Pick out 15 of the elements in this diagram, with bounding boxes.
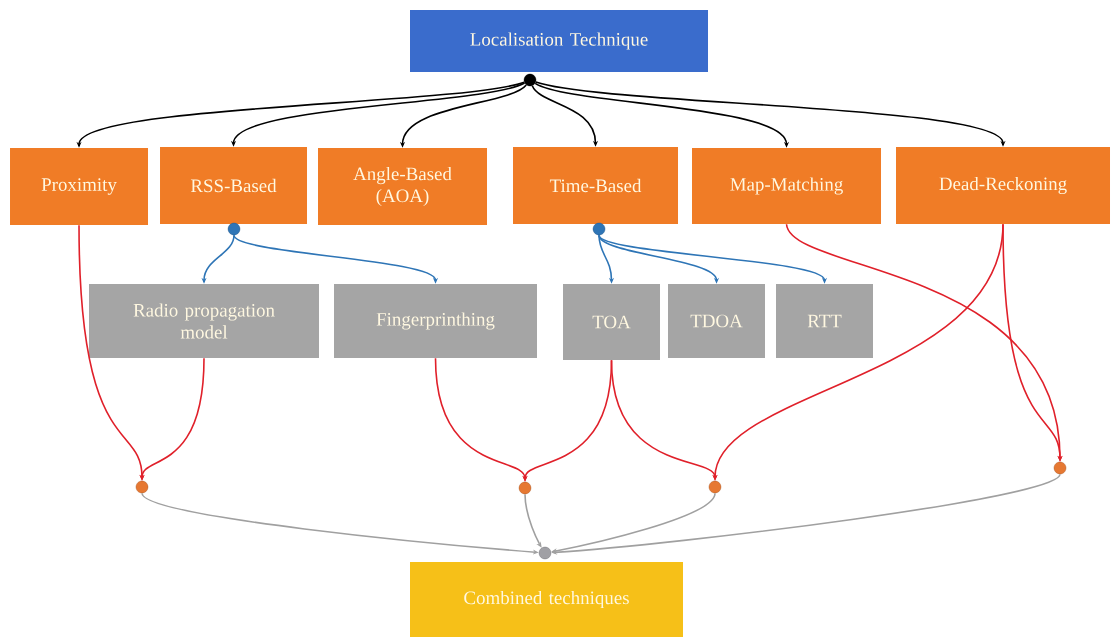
category-box: Proximity (10, 148, 148, 225)
method-box: RTT (776, 284, 873, 358)
category-box: Dead-Reckoning (896, 147, 1110, 224)
method-box: TDOA (668, 284, 765, 358)
category-box: Map-Matching (692, 148, 881, 224)
method-box: Fingerprinthing (334, 284, 537, 358)
title-box: Localisation Technique (410, 10, 708, 72)
arrow (524, 493, 542, 548)
category-box: Angle-Based (AOA) (318, 148, 487, 225)
category-box: RSS-Based (160, 147, 307, 224)
category-box: Time-Based (513, 147, 678, 224)
method-box: Radio propagation model (89, 284, 319, 358)
method-box: TOA (563, 284, 660, 360)
result-box: Combined techniques (410, 562, 683, 637)
arrow (551, 492, 716, 554)
